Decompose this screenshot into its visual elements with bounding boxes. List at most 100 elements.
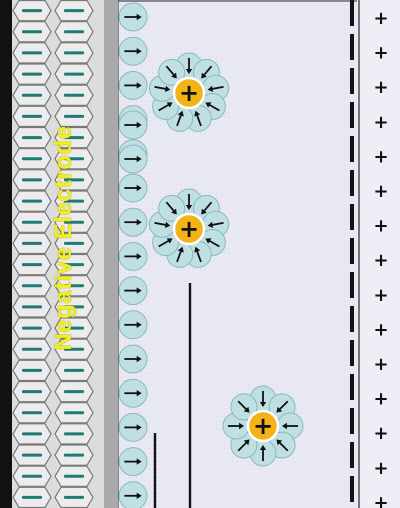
electrode-cell-bar — [22, 136, 42, 140]
electrode-cell-bar — [64, 453, 84, 457]
electrode-cell-bar — [22, 495, 42, 499]
electrode-edge — [104, 0, 118, 508]
electrode-cell-bar — [64, 432, 84, 436]
water-molecule — [158, 58, 186, 86]
electrode-cell-bar — [22, 9, 42, 13]
electrode-backing — [0, 0, 12, 508]
counter-electrode-boundary: + + + + + + + + + + + + + + + — [350, 0, 400, 508]
electrode-cell-bar — [64, 157, 84, 161]
counter-region — [357, 0, 400, 508]
electrode-cell-bar — [22, 178, 42, 182]
water-molecule — [118, 412, 148, 442]
electrode-cell-bar — [64, 241, 84, 245]
electrode-cell-bar — [64, 411, 84, 415]
electrode-cell-bar — [22, 241, 42, 245]
plane-markers — [153, 283, 192, 508]
counter-charge: + — [373, 146, 388, 167]
electrode-cell-bar — [22, 51, 42, 55]
electrode-cell-bar — [22, 199, 42, 203]
electrode-cell-bar — [64, 72, 84, 76]
electrode-cell-bar — [64, 263, 84, 267]
electrode-cell-bar — [64, 114, 84, 118]
counter-charge: + — [373, 216, 388, 237]
electrode-cell-bar — [64, 474, 84, 478]
electrode-cell-bar — [22, 326, 42, 330]
counter-charge: + — [373, 43, 388, 64]
electrode-cell-bar — [64, 51, 84, 55]
water-molecule — [184, 104, 212, 132]
electrode-cell-bar — [64, 199, 84, 203]
electrode-cell-bar — [22, 263, 42, 267]
electrode-cell-bar — [22, 93, 42, 97]
electrode-cell-bar — [22, 305, 42, 309]
electrode-cell-bar — [64, 495, 84, 499]
electrode-cell-bar — [22, 72, 42, 76]
electrode-cell-bar — [64, 178, 84, 182]
water-molecule — [118, 344, 148, 374]
cation-charge-label: + — [179, 79, 199, 107]
negative-electrode — [0, 0, 118, 508]
electrode-cell-bar — [22, 474, 42, 478]
electrode-cell-bar — [22, 390, 42, 394]
water-molecule — [118, 310, 148, 340]
counter-charge: + — [373, 181, 388, 202]
electrode-cell-bar — [22, 368, 42, 372]
water-molecule — [118, 481, 148, 508]
cation-charge-label: + — [179, 215, 199, 243]
electrode-cell-bar — [64, 93, 84, 97]
electrode-cell-bar — [22, 30, 42, 34]
cation-core — [246, 409, 280, 443]
water-molecule — [118, 110, 148, 140]
water-molecule — [118, 241, 148, 271]
counter-charge: + — [373, 319, 388, 340]
electrode-cell-bar — [64, 30, 84, 34]
counter-charge: + — [373, 77, 388, 98]
counter-charge: + — [373, 423, 388, 444]
water-molecule — [118, 378, 148, 408]
water-molecule — [118, 70, 148, 100]
electrode-cell-bar — [22, 284, 42, 288]
electrode-cell-bar — [64, 220, 84, 224]
solvated-cations: + + + — [148, 52, 304, 467]
counter-charge: + — [373, 458, 388, 479]
counter-charge: + — [373, 354, 388, 375]
electrode-cell-bar — [64, 326, 84, 330]
electrode-cell-bar — [22, 220, 42, 224]
electrode-cell-bar — [64, 390, 84, 394]
water-molecule — [118, 36, 148, 66]
water-molecule — [118, 144, 148, 174]
water-molecule — [118, 173, 148, 203]
counter-charge: + — [373, 8, 388, 29]
electrode-cell-bar — [64, 305, 84, 309]
water-molecule — [118, 207, 148, 237]
cation-core — [172, 76, 206, 110]
water-molecule — [118, 447, 148, 477]
electrode-cell-bar — [64, 368, 84, 372]
water-molecule — [230, 393, 258, 421]
electrode-cell-bar — [64, 284, 84, 288]
cation-core — [172, 212, 206, 246]
electrode-label: Negative Electrode — [50, 125, 77, 351]
electrode-cell-bar — [22, 432, 42, 436]
electrode-cell-bar — [64, 347, 84, 351]
electrode-cell-bar — [22, 411, 42, 415]
electrode-cell-bar — [64, 136, 84, 140]
solvated-cation: + — [148, 188, 230, 268]
counter-charge: + — [373, 389, 388, 410]
electrode-cell-bar — [22, 347, 42, 351]
electrode-cell-bar — [22, 157, 42, 161]
water-molecule — [118, 276, 148, 306]
counter-charge: + — [373, 285, 388, 306]
counter-charge: + — [373, 492, 388, 508]
cation-charge-label: + — [253, 412, 273, 440]
adsorbed-water-layer — [118, 2, 148, 508]
solvated-cation: + — [222, 385, 304, 467]
solvated-cation: + — [148, 52, 230, 132]
electrode-cell-bar — [64, 9, 84, 13]
counter-charge: + — [373, 250, 388, 271]
electrode-cell-bar — [22, 453, 42, 457]
electrode-cell-bar — [22, 114, 42, 118]
counter-charge: + — [373, 112, 388, 133]
